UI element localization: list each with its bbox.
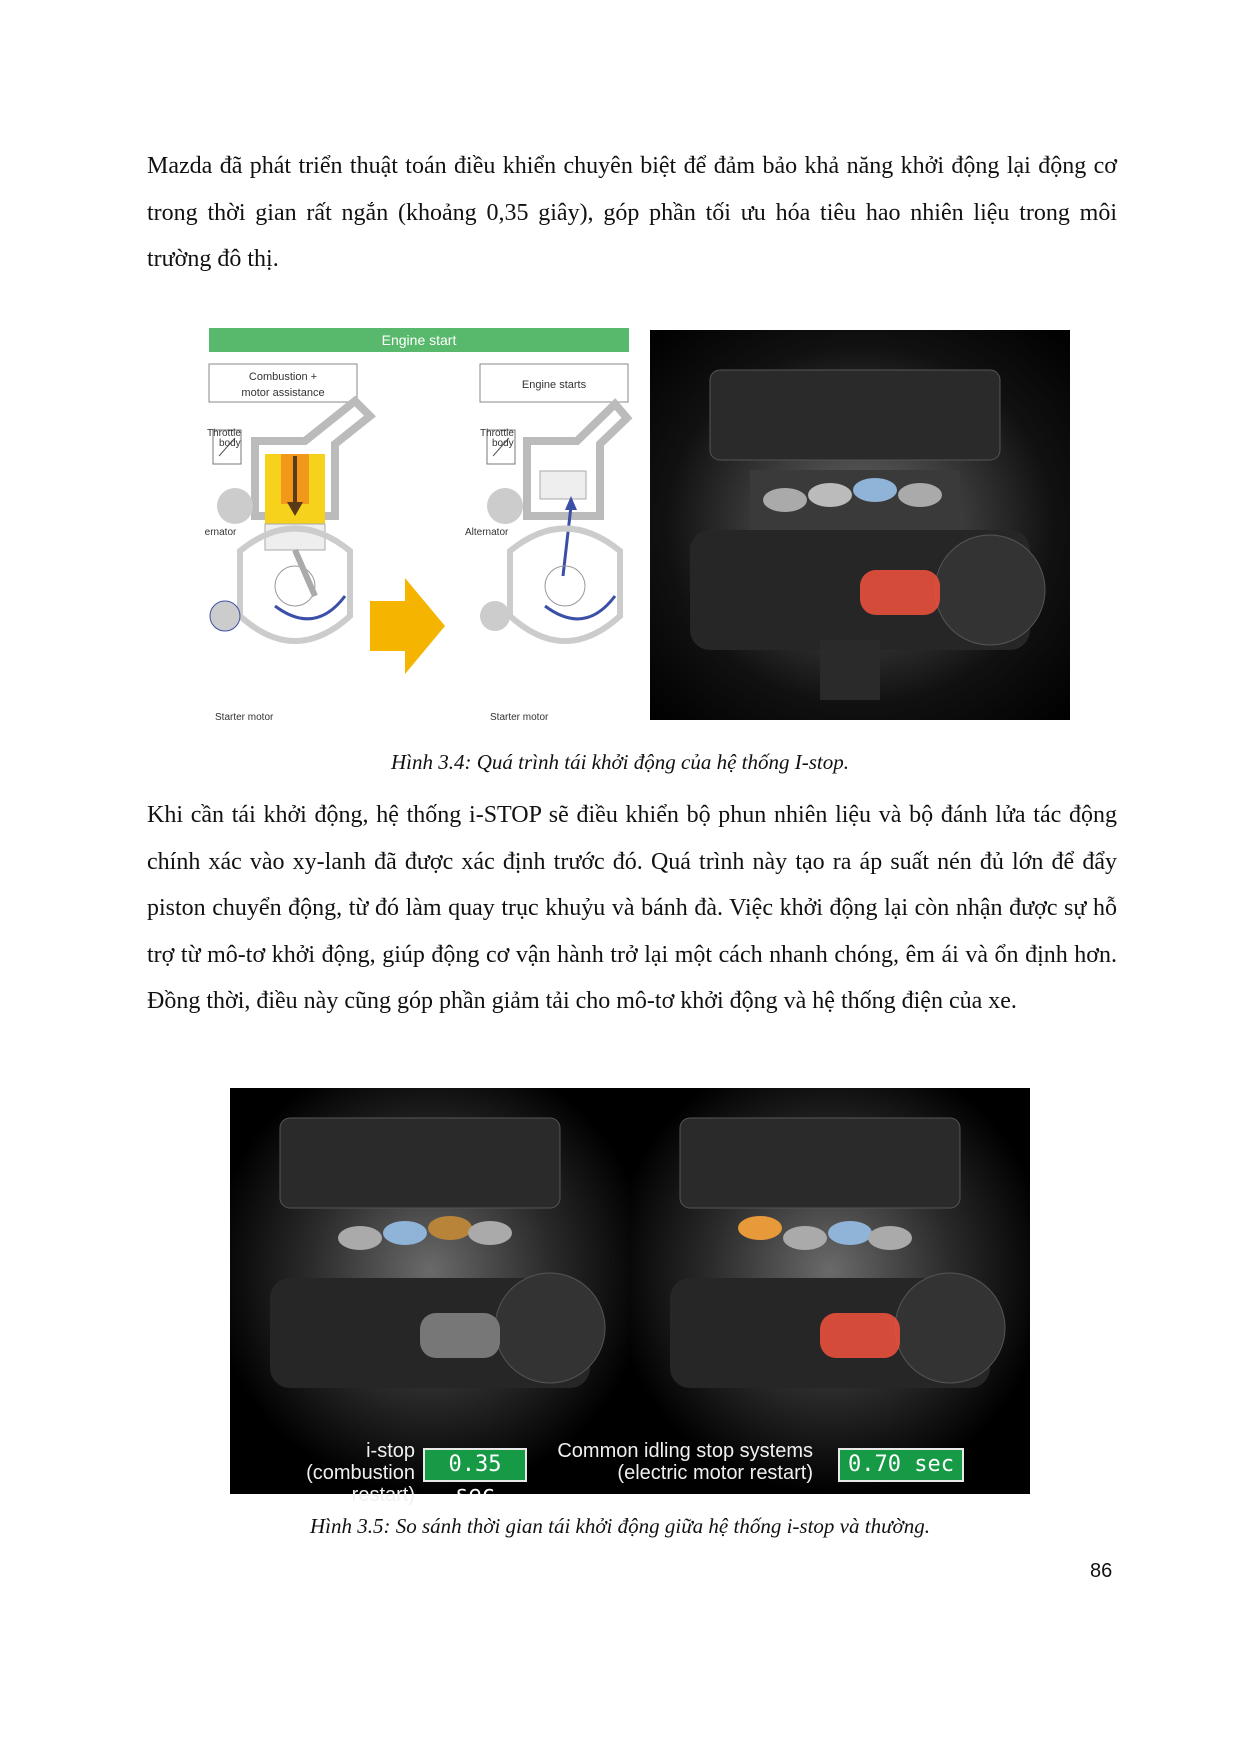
engine-left-render — [270, 1117, 606, 1388]
common-stop-label-line1: Common idling stop systems — [557, 1440, 813, 1462]
paragraph-2: Khi cần tái khởi động, hệ thống i-STOP s… — [147, 802, 1117, 1014]
throttle-label-right-2: body — [492, 438, 514, 449]
alternator-label-right: Alternator — [465, 527, 509, 538]
throttle-label-left-1: Throttle — [207, 428, 241, 439]
engine-start-banner-text: Engine start — [382, 332, 457, 348]
alternator-label-left: Alternator — [205, 527, 237, 538]
starter-label-right: Starter motor — [490, 712, 549, 723]
starter-motor-highlight — [860, 570, 940, 615]
engine-starts-box — [479, 363, 629, 403]
common-stop-label-line2: (electric motor restart) — [617, 1462, 813, 1484]
starter-label-left: Starter motor — [215, 712, 274, 723]
engine-right-render — [670, 1117, 1006, 1388]
istop-label-line1: i-stop — [366, 1440, 415, 1462]
engine-start-diagram: Engine start Combustion + motor assistan… — [205, 328, 633, 723]
common-stop-label: Common idling stop systems (electric mot… — [525, 1440, 813, 1484]
istop-label-line2: (combustion restart) — [306, 1462, 415, 1506]
figure-3-5-caption: Hình 3.5: So sánh thời gian tái khởi độn… — [309, 1514, 930, 1538]
engine-start-banner — [209, 328, 629, 352]
figure-3-4-caption: Hình 3.4: Quá trình tái khởi động của hệ… — [390, 750, 849, 774]
throttle-label-right-1: Throttle — [480, 428, 514, 439]
restart-comparison-image: i-stop (combustion restart) 0.35 sec Com… — [230, 1088, 1030, 1507]
combustion-box — [208, 363, 358, 403]
throttle-label-left-2: body — [219, 438, 241, 449]
common-stop-timer: 0.70 sec — [838, 1448, 964, 1482]
engine-right-diagram — [480, 398, 633, 644]
engine-render-photo — [650, 330, 1070, 720]
istop-label: i-stop (combustion restart) — [240, 1440, 415, 1506]
engine-starts-box-text: Engine starts — [522, 379, 587, 391]
transition-arrow — [370, 578, 445, 674]
starter-motor-highlight-right — [820, 1313, 900, 1358]
istop-timer: 0.35 sec — [423, 1448, 527, 1507]
page-number: 86 — [1090, 1560, 1113, 1582]
engine-left-diagram — [209, 395, 376, 644]
combustion-box-line2: motor assistance — [241, 387, 324, 399]
combustion-box-line1: Combustion + — [249, 371, 317, 383]
paragraph-1: Mazda đã phát triển thuật toán điều khiể… — [147, 153, 1117, 272]
